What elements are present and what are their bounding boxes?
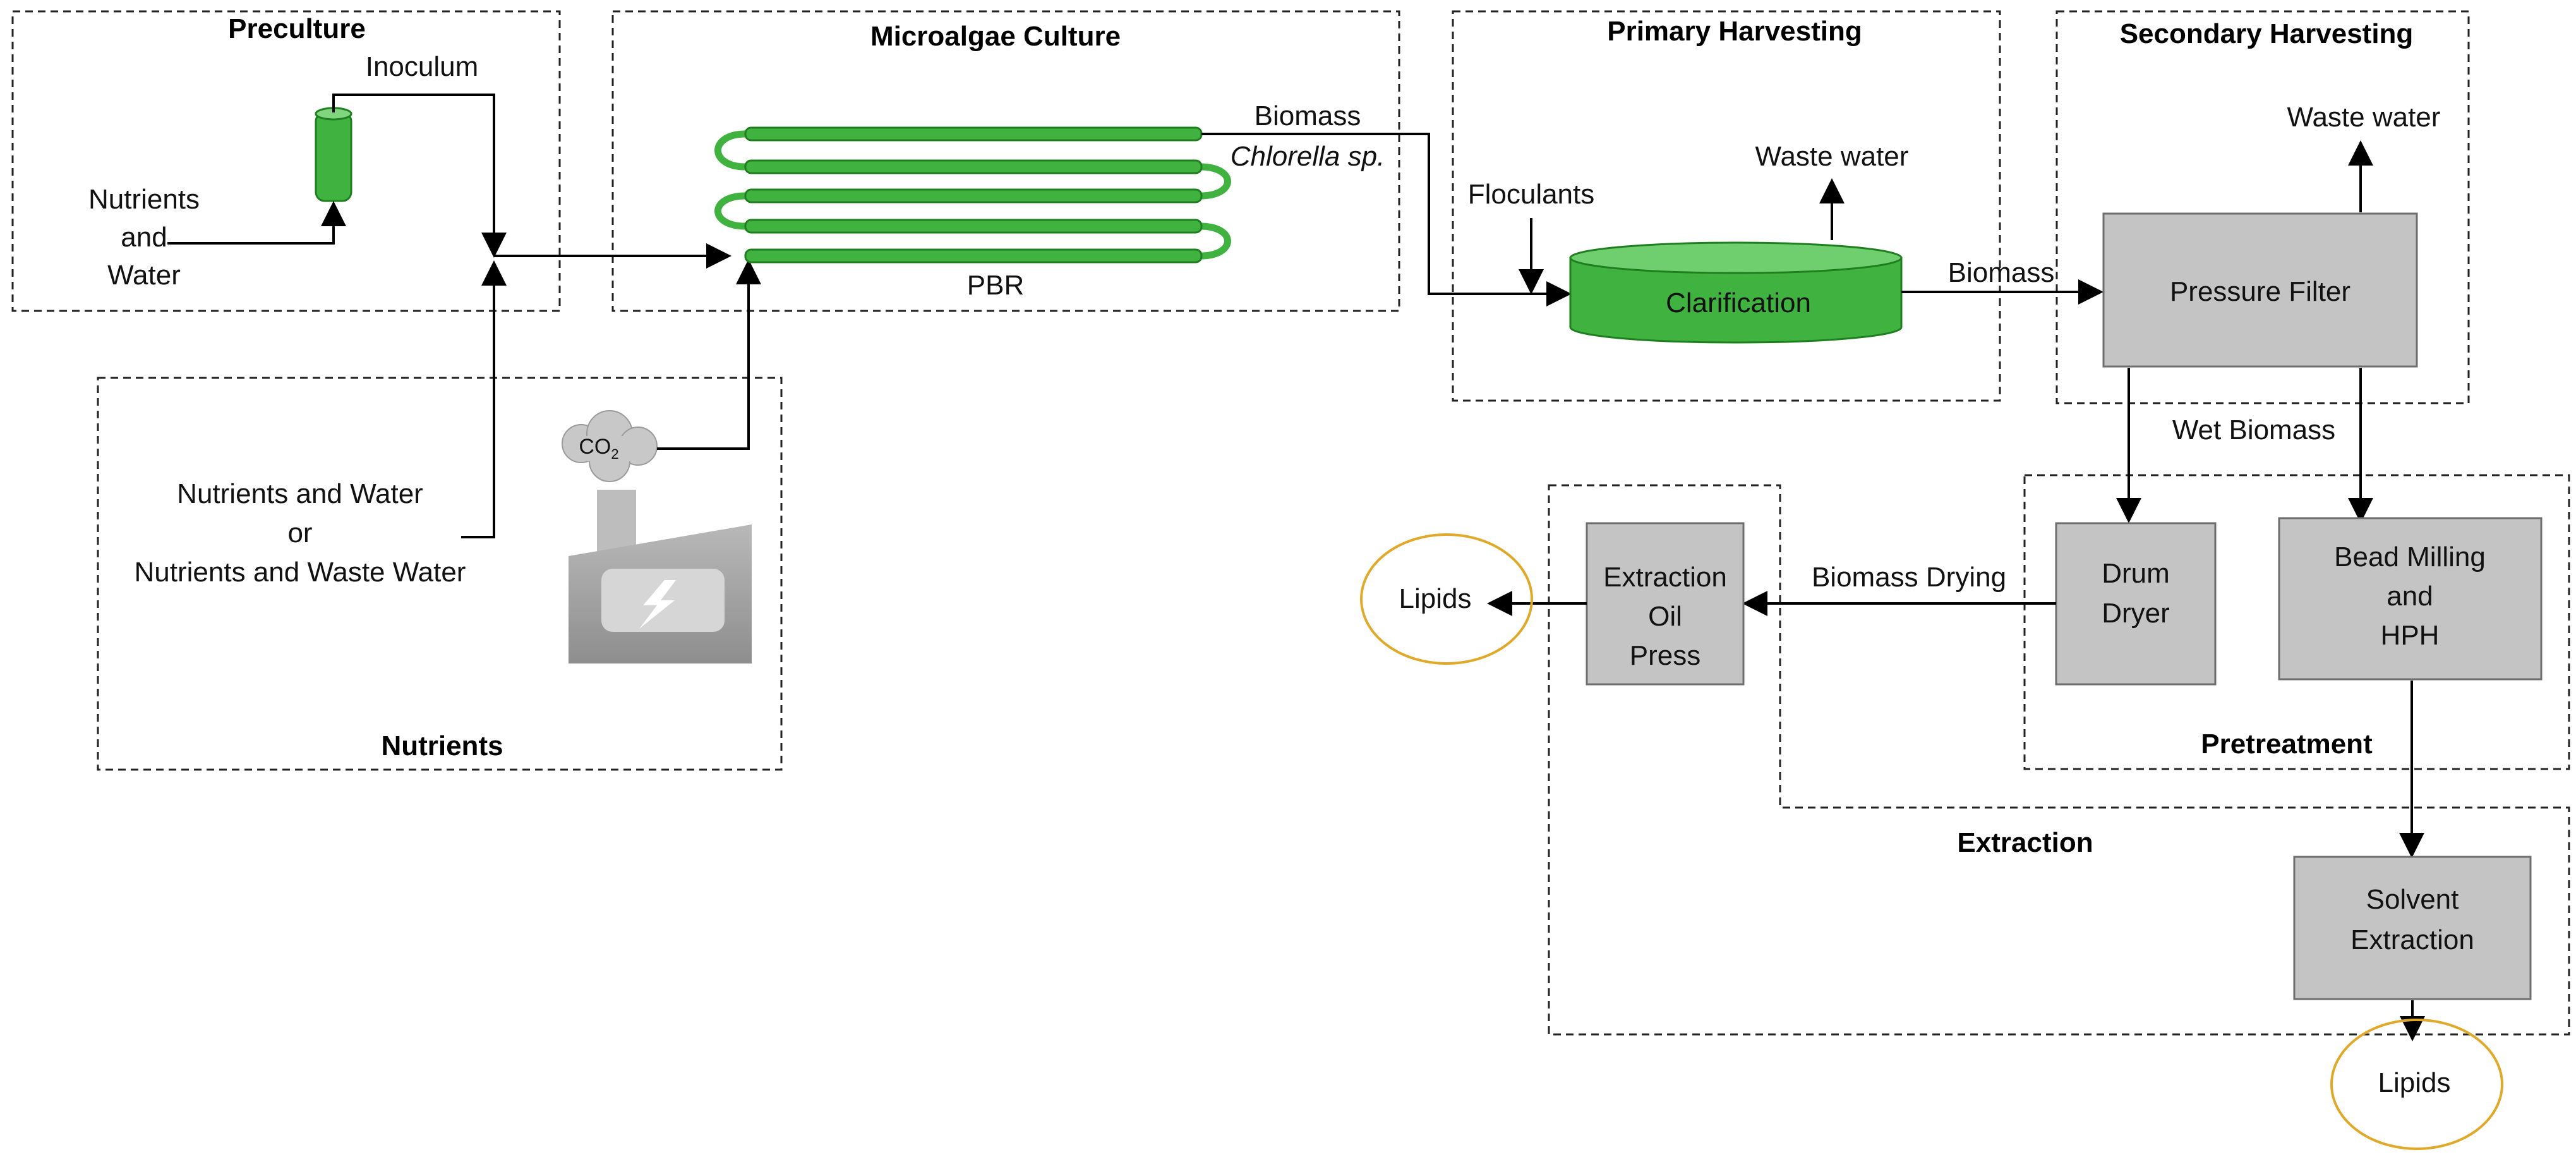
bead-milling-box[interactable] [2278,517,2543,681]
co2-feed-arrow [657,259,761,450]
preculture-title: Preculture [228,13,366,44]
nutrients-water-arrow [167,201,346,245]
co2-cloud-icon [562,410,658,482]
pbr-label: PBR [967,270,1024,301]
lipids-output-1 [1360,533,1533,665]
wastewater-secondary-label: Waste water [2287,102,2441,133]
lightning-icon [639,580,676,629]
microalgae-culture-section [611,10,1400,312]
lipids-label-1: Lipids [1399,583,1472,614]
lipids-output-2 [2330,1019,2503,1150]
bead-milling-label-1: Bead Milling [2334,542,2486,572]
pretreatment-title: Pretreatment [2201,729,2373,760]
nutrients-water-label-2: and [121,222,167,253]
nutrients-option-or: or [287,518,312,548]
nutrients-option-1: Nutrients and Water [177,478,423,509]
solvent-extraction-box[interactable] [2293,856,2532,1000]
solvent-extraction-label-2: Extraction [2350,924,2474,955]
solvent-extraction-label-1: Solvent [2366,884,2459,915]
nutrients-option-2: Nutrients and Waste Water [135,557,466,588]
oil-press-label-3: Press [1630,640,1700,671]
pretreatment-section [2023,474,2570,770]
biomass-label: Biomass [1255,100,1361,131]
pressure-filter-label: Pressure Filter [2170,276,2350,307]
inoculum-label: Inoculum [366,51,479,82]
primary-harvesting-title: Primary Harvesting [1607,16,1862,47]
nutrients-water-label-1: Nutrients [88,184,200,215]
biomass-to-clarification-arrow [1201,133,1572,306]
drum-dryer-label-1: Drum [2102,558,2170,589]
extraction-section [1548,484,2570,1036]
nutrients-title: Nutrients [381,730,503,761]
oil-press-label-2: Oil [1648,601,1682,632]
chlorella-label: Chlorella sp. [1231,141,1385,172]
pressure-filter-box[interactable] [2102,212,2418,368]
clarifier-tank[interactable] [1569,241,1903,344]
extraction-title: Extraction [1957,827,2093,858]
nutrients-water-label-3: Water [107,260,181,291]
oil-press-label-1: Extraction [1603,562,1727,593]
wastewater-primary-label: Waste water [1755,141,1909,172]
lipids-label-2: Lipids [2378,1067,2451,1098]
drum-dryer-label-2: Dryer [2102,598,2170,629]
bead-milling-label-3: HPH [2381,620,2440,651]
inoculum-arrow [332,94,507,258]
wet-biomass-label: Wet Biomass [2172,415,2335,445]
biomass-drying-label: Biomass Drying [1812,562,2006,593]
oil-press-box[interactable] [1586,522,1745,686]
biomass-2-label: Biomass [1948,257,2055,288]
secondary-harvesting-title: Secondary Harvesting [2120,18,2414,49]
bioreactor-icon [315,107,352,202]
floculants-label: Floculants [1468,179,1595,210]
clarification-label: Clarification [1666,288,1811,318]
bead-milling-label-2: and [2386,581,2433,612]
preculture-section [11,10,561,312]
nutrients-feed-arrow [461,260,507,538]
co2-label: CO2 [579,435,618,462]
secondary-harvesting-section [2055,10,2470,404]
microalgae-culture-title: Microalgae Culture [870,21,1121,52]
nutrients-section [97,377,783,771]
drum-dryer-box[interactable] [2055,522,2217,686]
factory-icon [569,490,752,663]
pbr-icon [714,126,1231,264]
